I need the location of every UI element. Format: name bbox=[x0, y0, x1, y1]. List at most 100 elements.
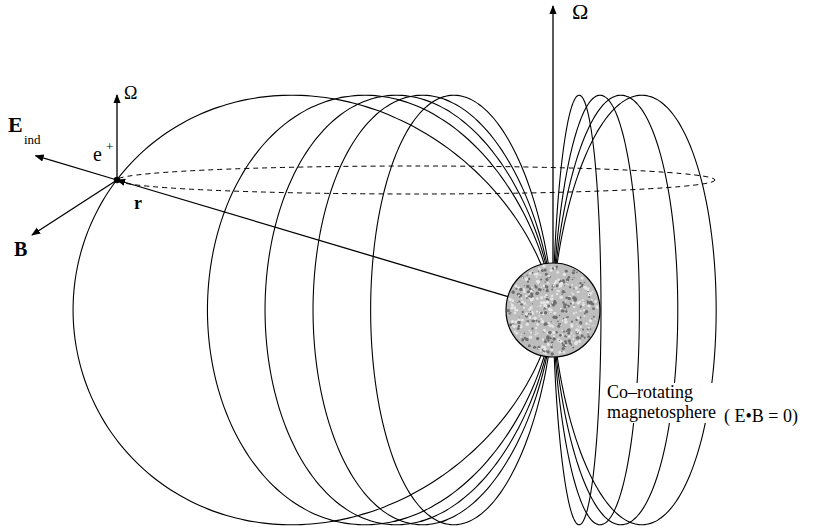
texture-dot bbox=[544, 340, 547, 343]
texture-dot bbox=[553, 285, 555, 287]
texture-dot bbox=[540, 312, 543, 315]
texture-dot bbox=[567, 329, 570, 332]
texture-dot bbox=[581, 283, 583, 285]
texture-dot bbox=[540, 306, 541, 307]
texture-dot bbox=[565, 310, 567, 312]
texture-dot bbox=[511, 299, 514, 302]
texture-dot bbox=[551, 302, 553, 304]
texture-dot bbox=[524, 302, 526, 304]
texture-dot bbox=[548, 304, 551, 307]
texture-dot bbox=[544, 311, 547, 314]
texture-dot bbox=[545, 273, 548, 276]
texture-dot bbox=[588, 324, 590, 326]
texture-dot bbox=[522, 338, 523, 339]
texture-dot bbox=[540, 283, 541, 284]
texture-dot bbox=[545, 285, 548, 288]
texture-dot bbox=[569, 286, 571, 288]
texture-dot bbox=[573, 271, 574, 272]
texture-dot bbox=[535, 331, 537, 333]
texture-dot bbox=[537, 281, 540, 284]
texture-dot bbox=[529, 306, 532, 309]
texture-dot bbox=[521, 298, 523, 300]
texture-dot bbox=[579, 337, 581, 339]
texture-dot bbox=[582, 303, 585, 306]
texture-dot bbox=[577, 336, 580, 339]
texture-dot bbox=[588, 305, 590, 307]
texture-dot bbox=[567, 328, 570, 331]
texture-dot bbox=[531, 310, 533, 312]
texture-dot bbox=[576, 336, 579, 339]
texture-dot bbox=[582, 290, 583, 291]
texture-dot bbox=[563, 351, 565, 353]
texture-dot bbox=[525, 278, 528, 281]
texture-dot bbox=[579, 321, 582, 324]
texture-dot bbox=[567, 281, 568, 282]
texture-dot bbox=[528, 294, 529, 295]
texture-dot bbox=[540, 278, 542, 280]
texture-dot bbox=[553, 301, 557, 305]
texture-dot bbox=[517, 302, 518, 303]
texture-dot bbox=[541, 286, 542, 287]
texture-dot bbox=[572, 338, 574, 340]
texture-dot bbox=[557, 325, 560, 328]
texture-dot bbox=[548, 332, 549, 333]
texture-dot bbox=[547, 344, 549, 346]
texture-dot bbox=[521, 334, 522, 335]
texture-dot bbox=[570, 303, 572, 305]
texture-dot bbox=[545, 278, 548, 281]
texture-dot bbox=[585, 322, 588, 325]
texture-dot bbox=[577, 326, 579, 328]
texture-dot bbox=[560, 282, 564, 286]
texture-dot bbox=[556, 284, 559, 287]
texture-dot bbox=[581, 334, 584, 337]
texture-dot bbox=[532, 297, 534, 299]
texture-dot bbox=[576, 323, 577, 324]
texture-dot bbox=[554, 316, 557, 319]
texture-dot bbox=[556, 266, 558, 268]
texture-dot bbox=[519, 319, 521, 321]
texture-dot bbox=[552, 267, 554, 269]
texture-dot bbox=[536, 297, 539, 300]
texture-dot bbox=[587, 332, 589, 334]
field-lines bbox=[73, 95, 716, 525]
texture-dot bbox=[559, 291, 560, 292]
texture-dot bbox=[587, 303, 588, 304]
texture-dot bbox=[582, 338, 583, 339]
texture-dot bbox=[515, 288, 517, 290]
texture-dot bbox=[555, 331, 558, 334]
texture-dot bbox=[527, 320, 529, 322]
texture-dot bbox=[528, 325, 529, 326]
texture-dot bbox=[549, 324, 552, 327]
texture-dot bbox=[530, 312, 531, 313]
texture-dot bbox=[532, 303, 533, 304]
texture-dot bbox=[531, 331, 533, 333]
texture-dot bbox=[565, 342, 567, 344]
texture-dot bbox=[535, 334, 537, 336]
texture-dot bbox=[517, 327, 520, 330]
texture-dot bbox=[559, 295, 562, 298]
texture-dot bbox=[539, 289, 542, 292]
texture-dot bbox=[594, 319, 595, 320]
texture-dot bbox=[545, 296, 547, 298]
texture-dot bbox=[537, 346, 540, 349]
texture-dot bbox=[562, 320, 564, 322]
texture-dot bbox=[552, 344, 553, 345]
texture-dot bbox=[550, 321, 551, 322]
texture-dot bbox=[544, 269, 547, 272]
texture-dot bbox=[525, 295, 527, 297]
texture-dot bbox=[566, 308, 567, 309]
texture-dot bbox=[587, 301, 590, 304]
texture-dot bbox=[546, 284, 547, 285]
texture-dot bbox=[582, 290, 583, 291]
texture-dot bbox=[539, 350, 541, 352]
texture-dot bbox=[561, 309, 564, 312]
local-rotation-arrow bbox=[116, 95, 117, 180]
texture-dot bbox=[564, 285, 565, 286]
radius-vector bbox=[117, 180, 508, 297]
texture-dot bbox=[573, 335, 575, 337]
texture-dot bbox=[588, 305, 591, 308]
texture-dot bbox=[573, 312, 575, 314]
texture-dot bbox=[511, 320, 514, 323]
texture-dot bbox=[593, 316, 595, 318]
